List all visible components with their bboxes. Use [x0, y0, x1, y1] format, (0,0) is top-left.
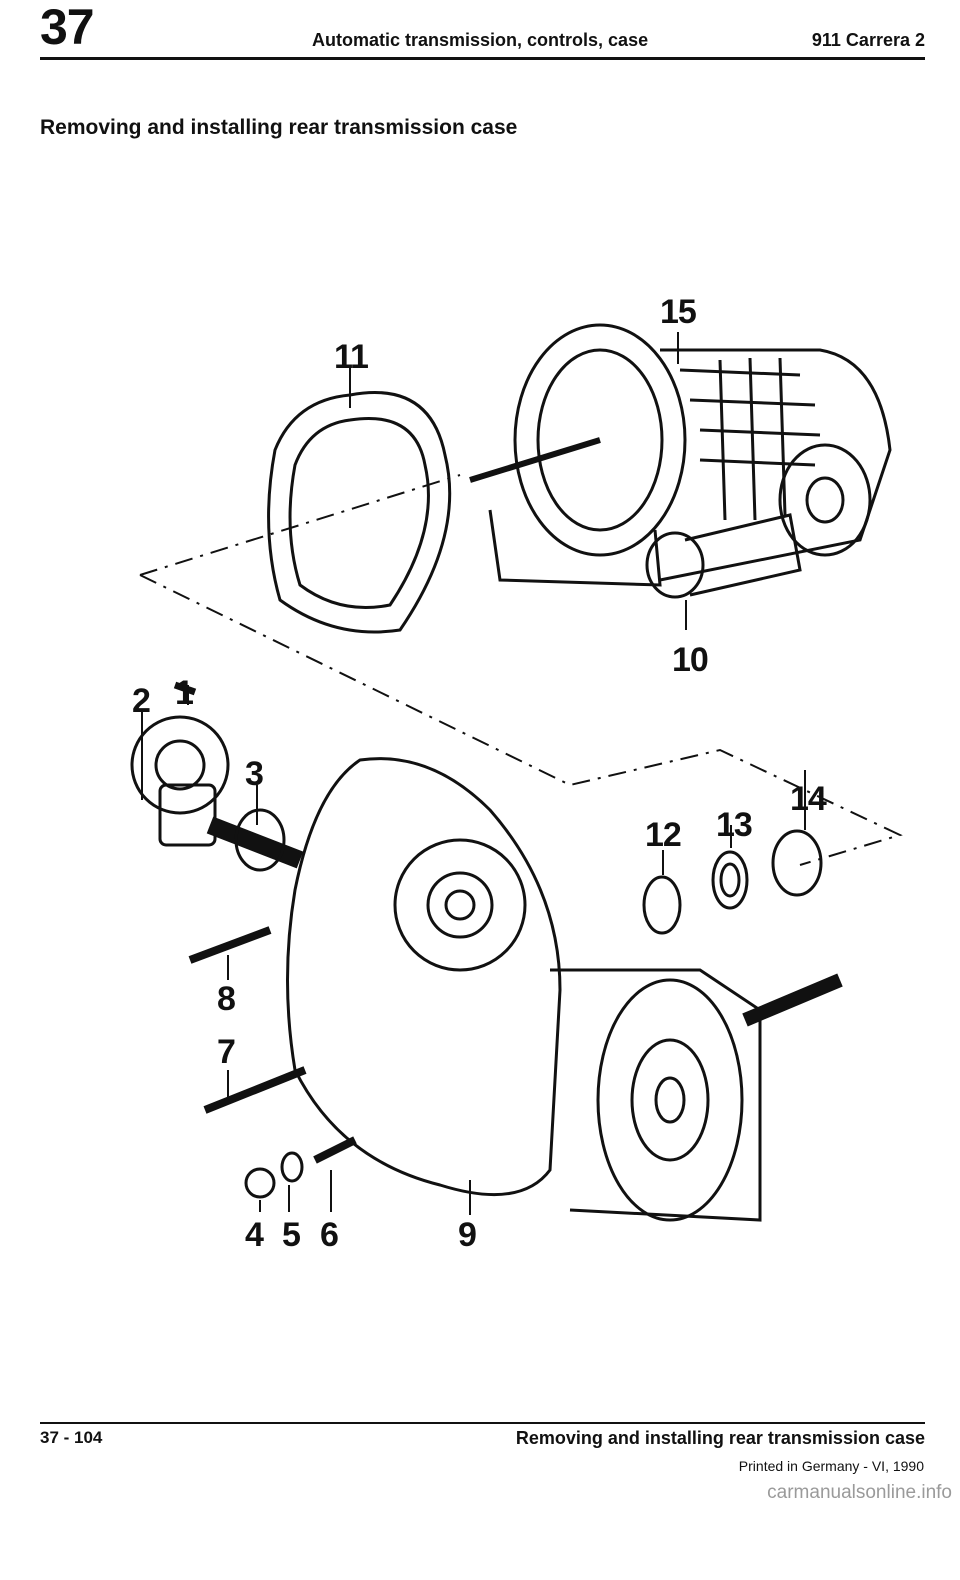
- watermark: carmanualsonline.info: [767, 1482, 952, 1503]
- rear-transmission-case: [286, 757, 843, 1222]
- callout-12: 12: [645, 816, 682, 854]
- page-header: 37 Automatic transmission, controls, cas…: [40, 0, 925, 58]
- drive-flange-group: [130, 681, 304, 872]
- section-title: Removing and installing rear transmissio…: [40, 116, 518, 139]
- header-title: Automatic transmission, controls, case: [312, 30, 649, 50]
- shim-and-bearing-group: [642, 829, 823, 935]
- leader-lines: [141, 332, 806, 1215]
- page-number: 37 - 104: [40, 1428, 103, 1447]
- callout-14: 14: [790, 780, 827, 818]
- callout-6: 6: [320, 1216, 339, 1254]
- callout-7: 7: [217, 1033, 236, 1071]
- callout-8: 8: [217, 980, 236, 1018]
- footer-rule: [40, 1422, 925, 1424]
- callout-1: 1: [175, 674, 194, 712]
- chapter-number: 37: [40, 0, 95, 55]
- gasket: [267, 391, 452, 634]
- assembly-guide-lines: [139, 474, 903, 866]
- callout-2: 2: [132, 682, 151, 720]
- callout-3: 3: [245, 755, 264, 793]
- fastener-group: [188, 926, 357, 1199]
- footer-title: Removing and installing rear transmissio…: [515, 1428, 925, 1448]
- header-rule: [40, 57, 925, 60]
- callout-4: 4: [245, 1216, 264, 1254]
- callout-5: 5: [282, 1216, 301, 1254]
- callout-9: 9: [458, 1216, 477, 1254]
- header-model: 911 Carrera 2: [811, 30, 925, 50]
- callout-10: 10: [672, 641, 709, 679]
- callout-13: 13: [716, 806, 753, 844]
- exploded-view-diagram: [130, 323, 903, 1222]
- callout-15: 15: [660, 293, 697, 331]
- transmission-assembly: [469, 323, 892, 599]
- callout-11: 11: [334, 338, 369, 376]
- printed-note: Printed in Germany - VI, 1990: [738, 1458, 924, 1474]
